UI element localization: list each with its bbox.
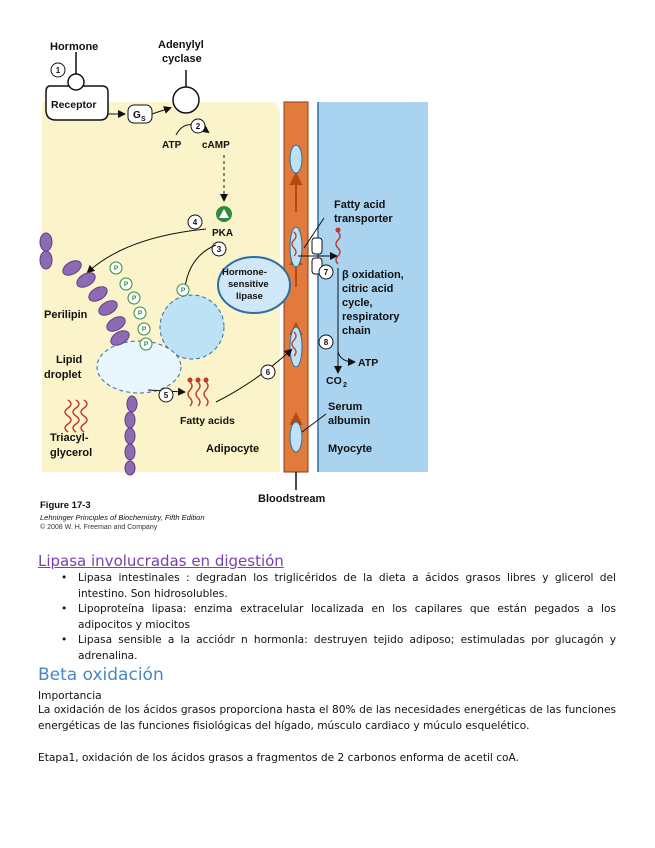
phosphate-label: P xyxy=(142,326,147,333)
list-item: Lipasa intestinales : degradan los trigl… xyxy=(38,571,616,602)
phosphate-label: P xyxy=(124,281,129,288)
label-co2: CO xyxy=(326,375,342,387)
label-fatty-acids: Fatty acids xyxy=(180,415,235,427)
label-serum: Serum xyxy=(328,401,362,413)
importance-label: Importancia xyxy=(38,690,102,702)
step-number: 5 xyxy=(164,391,169,400)
label-fa-transporter-2: transporter xyxy=(334,213,393,225)
label-beta-4: respiratory xyxy=(342,311,400,323)
step-number: 4 xyxy=(193,218,198,227)
phosphate-label: P xyxy=(132,295,137,302)
phosphate-label: P xyxy=(114,265,119,272)
label-hsl-2: sensitive xyxy=(228,279,269,290)
lipase-list: Lipasa intestinales : degradan los trigl… xyxy=(38,571,616,664)
list-item: Lipasa sensible a la acciódr n hormonla:… xyxy=(38,633,616,664)
label-myocyte: Myocyte xyxy=(328,443,372,455)
section-heading-beta-oxidacion: Beta oxidación xyxy=(38,665,164,685)
label-fa-transporter-1: Fatty acid xyxy=(334,199,385,211)
label-cyclase: cyclase xyxy=(162,53,202,65)
list-item: Lipoproteína lipasa: enzima extracelular… xyxy=(38,602,616,633)
label-gs-sub: S xyxy=(141,116,146,123)
label-hsl-1: Hormone- xyxy=(222,267,267,278)
label-lipid: Lipid xyxy=(56,354,82,366)
label-beta-3: cycle, xyxy=(342,297,373,309)
section-heading-lipasas: Lipasa involucradas en digestión xyxy=(38,552,284,570)
label-hsl-3: lipase xyxy=(236,291,263,302)
label-hormone: Hormone xyxy=(50,41,98,53)
etapa-paragraph: Etapa1, oxidación de los ácidos grasos a… xyxy=(38,752,519,764)
label-gs: G xyxy=(133,110,141,121)
label-camp: cAMP xyxy=(202,140,230,151)
step-number: 6 xyxy=(266,368,271,377)
label-bloodstream: Bloodstream xyxy=(258,493,325,505)
phosphate-label: P xyxy=(138,310,143,317)
step-number: 2 xyxy=(196,122,201,131)
label-atp: ATP xyxy=(162,140,182,151)
label-droplet: droplet xyxy=(44,369,82,381)
label-albumin: albumin xyxy=(328,415,370,427)
step-number: 8 xyxy=(324,338,329,347)
figure-caption-book: Lehninger Principles of Biochemistry, Fi… xyxy=(40,513,205,522)
label-adipocyte: Adipocyte xyxy=(206,443,259,455)
label-perilipin: Perilipin xyxy=(44,309,88,321)
step-number: 3 xyxy=(217,245,222,254)
phosphate-label: P xyxy=(144,341,149,348)
lipolysis-figure: Hormone Adenylyl cyclase Receptor G S AT… xyxy=(39,39,428,505)
myocyte-cell xyxy=(318,102,428,472)
step-number: 7 xyxy=(324,268,329,277)
label-receptor: Receptor xyxy=(51,99,97,111)
figure-caption-number: Figure 17-3 xyxy=(40,500,91,511)
label-co2-sub: 2 xyxy=(343,382,347,389)
step-number: 1 xyxy=(56,66,61,75)
label-beta-5: chain xyxy=(342,325,371,337)
figure-caption-copyright: © 2008 W. H. Freeman and Company xyxy=(40,524,158,531)
phosphate-label: P xyxy=(181,287,186,294)
label-glycerol: glycerol xyxy=(50,447,92,459)
label-atp-2: ATP xyxy=(358,357,378,369)
label-adenylyl: Adenylyl xyxy=(158,39,204,51)
label-pka: PKA xyxy=(212,228,233,239)
importance-paragraph: La oxidación de los ácidos grasos propor… xyxy=(38,704,616,732)
label-triacyl: Triacyl- xyxy=(50,432,89,444)
receptor-shape xyxy=(45,85,109,121)
label-beta-1: β oxidation, xyxy=(342,269,404,281)
lipid-droplet xyxy=(96,340,182,394)
label-beta-2: citric acid xyxy=(342,283,393,295)
